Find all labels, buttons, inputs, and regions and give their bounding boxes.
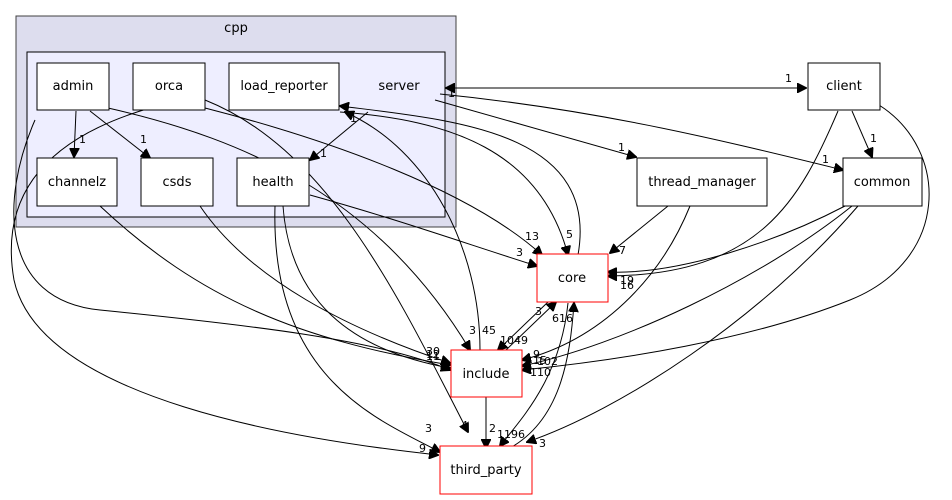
edge-label: 1: [785, 72, 792, 85]
node-include[interactable]: include: [450, 349, 523, 398]
edge-common-third-party: [527, 205, 859, 442]
edge-label: 1: [870, 132, 877, 145]
edge-label: 9: [533, 348, 540, 361]
edge-label: 3: [516, 246, 523, 259]
edge-third-party-core: [509, 303, 574, 449]
edge-label: 102: [537, 355, 558, 368]
node-common[interactable]: common: [842, 157, 923, 207]
edge-common-core: [608, 205, 846, 272]
edge-label: 15: [533, 354, 547, 367]
edge-label: 45: [482, 324, 496, 337]
edge-label: 1: [448, 87, 455, 100]
edge-client-core: [608, 110, 839, 276]
node-load-reporter-label: load_reporter: [240, 79, 328, 94]
edge-label: 2: [489, 422, 496, 435]
node-client-label: client: [826, 79, 862, 94]
edge-common-include: [522, 205, 853, 366]
edge-client-common: [851, 110, 872, 157]
node-core-label: core: [558, 271, 586, 286]
edge-label: 1: [320, 147, 327, 160]
node-channelz[interactable]: channelz: [36, 157, 118, 207]
edge-core-include: [498, 301, 549, 350]
edge-cpp-include: [13, 119, 450, 370]
edge-thread-manager-include: [522, 205, 691, 360]
edge-label: 3: [535, 305, 542, 318]
edge-server-common: [439, 93, 843, 170]
edge-label: 4: [461, 419, 468, 432]
node-health[interactable]: health: [236, 157, 310, 207]
node-load-reporter[interactable]: load_reporter: [228, 62, 340, 111]
edge-orca-core: [204, 107, 542, 255]
edge-orca-third-party: [10, 107, 438, 455]
edge-label: 3: [469, 324, 476, 337]
node-client[interactable]: client: [807, 62, 881, 111]
edge-label: 12: [426, 348, 440, 361]
node-admin[interactable]: admin: [36, 62, 110, 111]
edge-label: 13: [525, 230, 539, 243]
cpp-cluster-label: cpp: [224, 21, 248, 36]
edge-label: 1: [350, 112, 357, 125]
edge-core-load-reporter: [340, 106, 581, 256]
edge-label: 30: [426, 345, 440, 358]
edge-label: 110: [530, 366, 551, 379]
edge-label: 7: [619, 244, 626, 257]
edge-thread-manager-core: [610, 205, 669, 253]
edge-admin-channelz: [74, 110, 76, 157]
edge-health-core: [309, 194, 537, 266]
edge-label: 11: [426, 350, 440, 363]
node-channelz-label: channelz: [48, 175, 106, 190]
node-thread-manager[interactable]: thread_manager: [636, 157, 768, 207]
node-admin-label: admin: [53, 79, 94, 94]
node-third-party[interactable]: third_party: [439, 445, 533, 495]
edge-include-core: [505, 302, 556, 351]
edge-label: 1049: [500, 334, 528, 347]
edge-label: 9: [419, 442, 426, 455]
edge-server-thread-manager: [434, 99, 636, 157]
node-csds-label: csds: [163, 175, 192, 190]
edge-health-third-party: [274, 205, 440, 452]
node-health-label: health: [252, 175, 293, 190]
edge-label: 1: [822, 153, 829, 166]
edge-health-include: [282, 205, 450, 368]
edge-label: 3: [539, 437, 546, 450]
edge-label: 1: [79, 133, 86, 146]
node-third-party-label: third_party: [450, 463, 521, 478]
edge-client-include: [522, 104, 930, 370]
edges: [10, 88, 930, 455]
edge-label: 16: [620, 279, 634, 292]
node-thread-manager-label: thread_manager: [648, 175, 756, 190]
edge-label: 1: [140, 133, 147, 146]
edge-labels: 1 1 1 1 1 1 1 1 1 13 5 3 7 19 16 3 616 3…: [79, 72, 877, 455]
node-include-label: include: [462, 367, 509, 382]
edge-label: 1196: [497, 428, 525, 441]
edge-label: 3: [425, 422, 432, 435]
edge-orca-third-party-4: [204, 99, 468, 432]
node-common-label: common: [854, 175, 911, 190]
edge-label: 5: [566, 228, 573, 241]
edge-admin-csds: [89, 110, 150, 158]
edge-csds-include: [199, 205, 450, 363]
node-orca[interactable]: orca: [132, 62, 206, 111]
edge-core-third-party: [500, 302, 569, 446]
node-core[interactable]: core: [536, 253, 609, 303]
edge-include-server: [345, 112, 481, 351]
server-cluster-label[interactable]: server: [378, 79, 420, 94]
node-orca-label: orca: [155, 79, 183, 94]
edge-label: 1: [618, 141, 625, 154]
node-csds[interactable]: csds: [140, 157, 214, 207]
edge-server-health: [310, 111, 369, 160]
edge-channelz-include: [99, 205, 450, 365]
edge-label: 616: [552, 312, 573, 325]
edge-label: 19: [620, 274, 634, 287]
edge-load-reporter-core: [339, 111, 568, 255]
